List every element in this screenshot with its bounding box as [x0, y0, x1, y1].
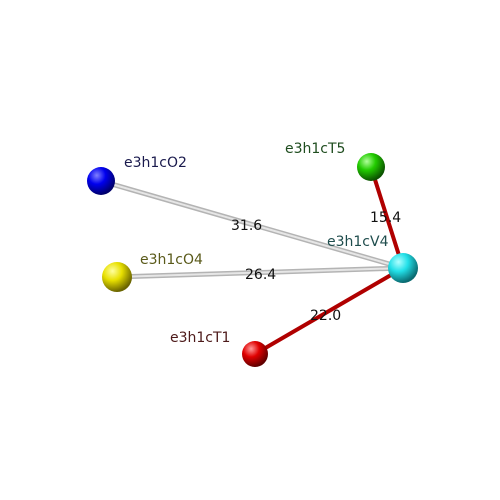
node-label-e3h1cO2: e3h1cO2: [124, 155, 187, 171]
node-e3h1cO4[interactable]: [102, 262, 132, 292]
node-e3h1cO2[interactable]: [87, 167, 115, 195]
edge-label-e3h1cO2-e3h1cV4: 31.6: [231, 218, 262, 234]
node-label-e3h1cT1: e3h1cT1: [170, 330, 230, 346]
node-label-e3h1cV4: e3h1cV4: [327, 234, 389, 250]
edge-label-e3h1cO4-e3h1cV4: 26.4: [245, 267, 276, 283]
edge-e3h1cT5-e3h1cV4: [369, 165, 405, 270]
edge-e3h1cO4-e3h1cV4-highlight: [116, 267, 404, 278]
edge-label-e3h1cT1-e3h1cV4: 22.0: [310, 308, 341, 324]
node-label-e3h1cO4: e3h1cO4: [140, 252, 203, 268]
edge-e3h1cT1-e3h1cV4: [253, 266, 405, 356]
node-e3h1cT5[interactable]: [357, 153, 385, 181]
node-e3h1cV4[interactable]: [388, 253, 418, 283]
edge-e3h1cO2-e3h1cV4-highlight: [100, 180, 404, 269]
node-label-e3h1cT5: e3h1cT5: [285, 141, 345, 157]
edge-label-e3h1cT5-e3h1cV4: 15.4: [370, 210, 401, 226]
node-e3h1cT1[interactable]: [242, 341, 268, 367]
